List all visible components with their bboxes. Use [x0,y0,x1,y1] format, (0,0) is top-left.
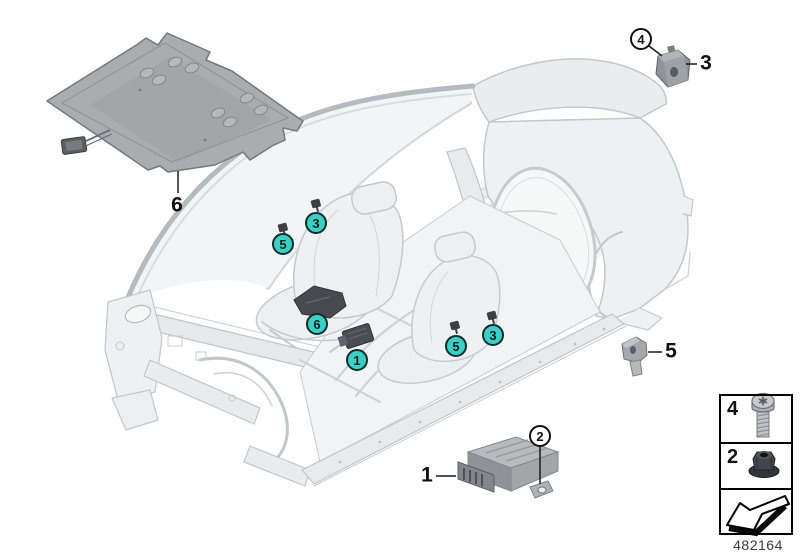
label-sensor-3[interactable]: 3 [700,51,712,75]
callout-number: 1 [353,352,361,368]
leader-lines [177,45,697,484]
torx-screw-icon [751,392,775,438]
callout-seat-mat-6[interactable]: 6 [306,313,328,335]
seat-occupancy-mat-part [46,32,304,173]
callout-screw-4[interactable]: 4 [630,28,652,50]
crash-sensor-part-top [655,45,691,88]
installed-seat-occupancy-mat [293,285,347,319]
label-mat-6[interactable]: 6 [171,193,183,217]
legend-row-screw[interactable]: 4 [721,396,791,442]
label-control-unit-1[interactable]: 1 [421,463,433,487]
callout-number: 5 [452,338,460,354]
callout-nut-2[interactable]: 2 [529,425,551,447]
car-body-art [104,58,694,487]
installed-crash-sensors [277,198,497,334]
mat-connector [60,129,113,155]
callout-number: 5 [279,236,287,252]
callout-number: 2 [536,428,544,444]
fastener-legend: 4 2 [719,394,793,535]
callout-sensor-3-rear[interactable]: 3 [482,324,504,346]
callout-number: 6 [313,316,321,332]
callout-sensor-5-front[interactable]: 5 [272,233,294,255]
callout-number: 3 [489,327,497,343]
legend-row-number: 2 [727,446,739,468]
callout-number: 4 [637,31,645,47]
callout-control-unit-1[interactable]: 1 [346,349,368,371]
callout-sensor-5-rear[interactable]: 5 [445,335,467,357]
callout-number: 3 [312,215,320,231]
installed-control-unit [337,323,375,349]
label-sensor-5[interactable]: 5 [665,339,677,363]
diagram-number: 482164 [733,537,783,553]
legend-row-nut[interactable]: 2 [721,442,791,488]
callout-sensor-3-front[interactable]: 3 [305,212,327,234]
flange-nut-icon [748,451,780,478]
crash-sensor-part-right [621,336,648,377]
legend-row-number: 4 [727,398,739,420]
legend-row-direction-arrow[interactable] [721,488,791,534]
